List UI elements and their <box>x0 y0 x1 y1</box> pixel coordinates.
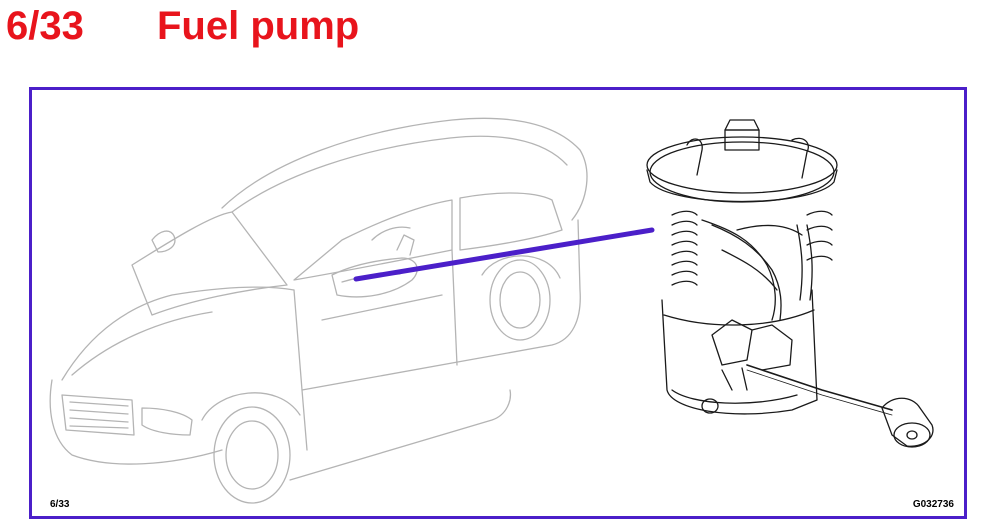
leader-line <box>353 227 655 282</box>
page-number: 6/33 <box>6 4 84 48</box>
figure-frame: 6/33 G032736 <box>29 87 967 519</box>
fuel-pump-module <box>646 119 934 448</box>
page-header: 6/33 Fuel pump <box>0 0 981 80</box>
car-outline <box>49 117 588 504</box>
image-code: G032736 <box>912 499 954 510</box>
figure-number: 6/33 <box>50 499 70 510</box>
page-title: Fuel pump <box>157 4 360 48</box>
fuel-pump-illustration <box>49 117 934 504</box>
